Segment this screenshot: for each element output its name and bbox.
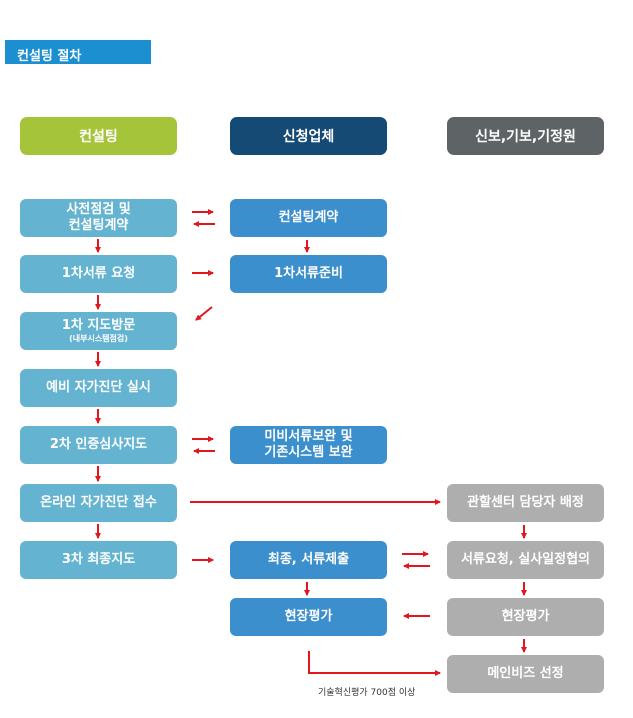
company-step-contract-label: 컨설팅계약 bbox=[278, 210, 339, 225]
step-preliminary-self-diagnosis: 예비 자가진단 실시 bbox=[20, 369, 177, 407]
step-first-visit: 1차 지도방문 (내부시스템점검) bbox=[20, 312, 177, 350]
agency-step-assign-manager: 관할센터 담당자 배정 bbox=[447, 484, 604, 522]
company-step-final-submission: 최종, 서류제출 bbox=[230, 541, 387, 579]
step-third-final-guidance-label: 3차 최종지도 bbox=[61, 552, 136, 567]
step-first-visit-sub: (내부시스템점검) bbox=[69, 334, 128, 343]
step-first-document-request: 1차서류 요청 bbox=[20, 255, 177, 293]
step-third-final-guidance: 3차 최종지도 bbox=[20, 541, 177, 579]
column-header-company: 신청업체 bbox=[230, 117, 387, 155]
step-first-document-request-label: 1차서류 요청 bbox=[61, 266, 136, 281]
company-step-site-evaluation-label: 현장평가 bbox=[284, 609, 333, 624]
company-step-first-documents-label: 1차서류준비 bbox=[274, 266, 343, 281]
agency-step-site-evaluation-label: 현장평가 bbox=[501, 609, 550, 624]
company-step-final-submission-label: 최종, 서류제출 bbox=[267, 552, 350, 567]
score-threshold-note: 기술혁신평가 700점 이상 bbox=[318, 688, 416, 698]
step-second-certification-guidance: 2차 인증심사지도 bbox=[20, 426, 177, 464]
section-title-bar: 컨설팅 절차 bbox=[5, 40, 161, 70]
arrow-to-mainbiz bbox=[308, 651, 441, 676]
title-bar-main bbox=[5, 40, 151, 64]
section-title: 컨설팅 절차 bbox=[17, 49, 82, 64]
column-header-consulting: 컨설팅 bbox=[20, 117, 177, 155]
agency-step-site-evaluation: 현장평가 bbox=[447, 598, 604, 636]
agency-step-document-schedule: 서류요청, 실사일정협의 bbox=[447, 541, 604, 579]
arrow-diagonal-first-visit bbox=[195, 306, 213, 321]
column-header-agency: 신보,기보,기정원 bbox=[447, 117, 604, 155]
step-first-visit-label: 1차 지도방문 bbox=[61, 318, 136, 333]
company-step-first-documents: 1차서류준비 bbox=[230, 255, 387, 293]
step-pre-check-line2: 컨설팅계약 bbox=[68, 218, 129, 233]
company-step-site-evaluation: 현장평가 bbox=[230, 598, 387, 636]
step-pre-check-line1: 사전점검 및 bbox=[66, 202, 131, 217]
agency-step-assign-manager-label: 관할센터 담당자 배정 bbox=[467, 495, 584, 510]
step-preliminary-self-diagnosis-label: 예비 자가진단 실시 bbox=[46, 380, 151, 395]
company-step-contract: 컨설팅계약 bbox=[230, 199, 387, 237]
company-step-supplement-line2: 기존시스템 보완 bbox=[264, 445, 353, 460]
agency-step-mainbiz-selection: 메인비즈 선정 bbox=[447, 655, 604, 693]
step-second-certification-guidance-label: 2차 인증심사지도 bbox=[49, 437, 148, 452]
company-step-supplement: 미비서류보완 및 기존시스템 보완 bbox=[230, 426, 387, 464]
agency-step-document-schedule-label: 서류요청, 실사일정협의 bbox=[460, 552, 591, 567]
step-online-self-diagnosis: 온라인 자가진단 접수 bbox=[20, 484, 177, 522]
company-step-supplement-line1: 미비서류보완 및 bbox=[264, 429, 353, 444]
step-pre-check-contract: 사전점검 및 컨설팅계약 bbox=[20, 199, 177, 237]
agency-step-mainbiz-selection-label: 메인비즈 선정 bbox=[487, 666, 564, 681]
step-online-self-diagnosis-label: 온라인 자가진단 접수 bbox=[40, 495, 157, 510]
